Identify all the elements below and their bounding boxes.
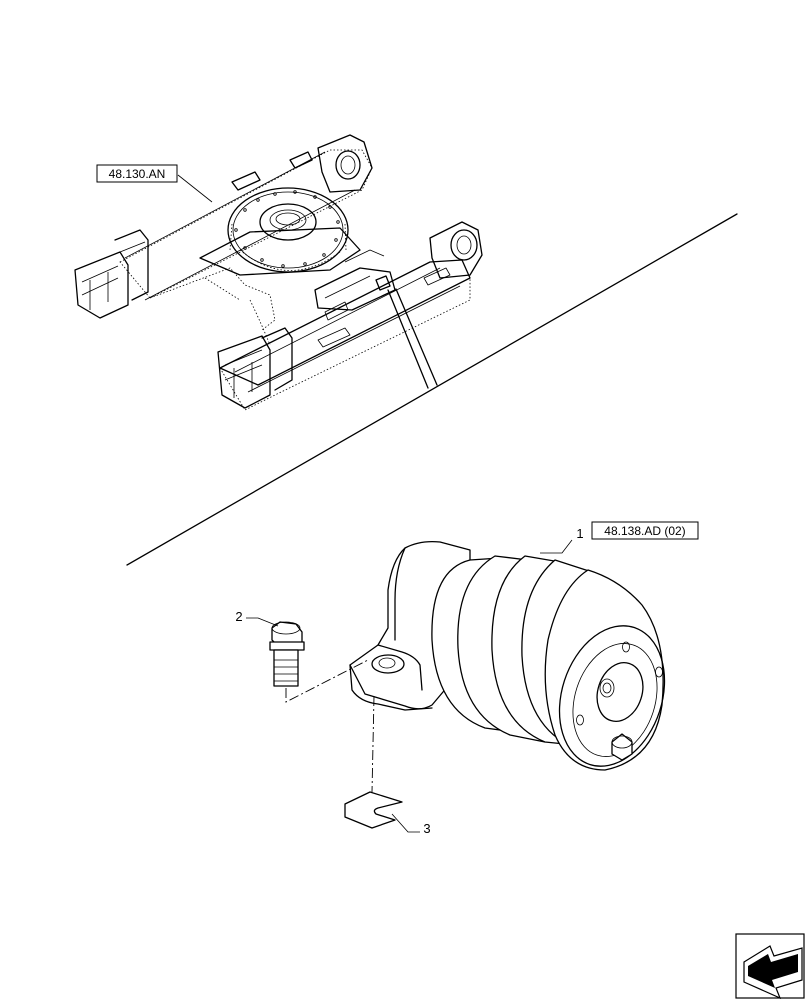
track-roller-drawing xyxy=(349,540,666,771)
frame-reference-text: 48.130.AN xyxy=(109,167,166,181)
location-callout-lines xyxy=(387,288,438,389)
callout-leaders xyxy=(246,539,573,833)
callout-1[interactable]: 1 xyxy=(576,526,583,541)
roller-reference-text: 48.138.AD (02) xyxy=(604,524,685,538)
bolt-part xyxy=(269,621,305,687)
frame-leader-line xyxy=(177,174,213,203)
undercarriage-frame-drawing xyxy=(74,134,483,411)
next-page-arrow-icon[interactable] xyxy=(735,933,805,1000)
frame-reference-label[interactable]: 48.130.AN xyxy=(96,164,178,183)
shim-part xyxy=(344,791,403,829)
section-separator-line xyxy=(126,213,738,566)
callout-3[interactable]: 3 xyxy=(423,821,430,836)
assembly-center-lines xyxy=(285,659,375,793)
roller-reference-label[interactable]: 48.138.AD (02) xyxy=(591,521,699,540)
callout-2[interactable]: 2 xyxy=(235,609,242,624)
